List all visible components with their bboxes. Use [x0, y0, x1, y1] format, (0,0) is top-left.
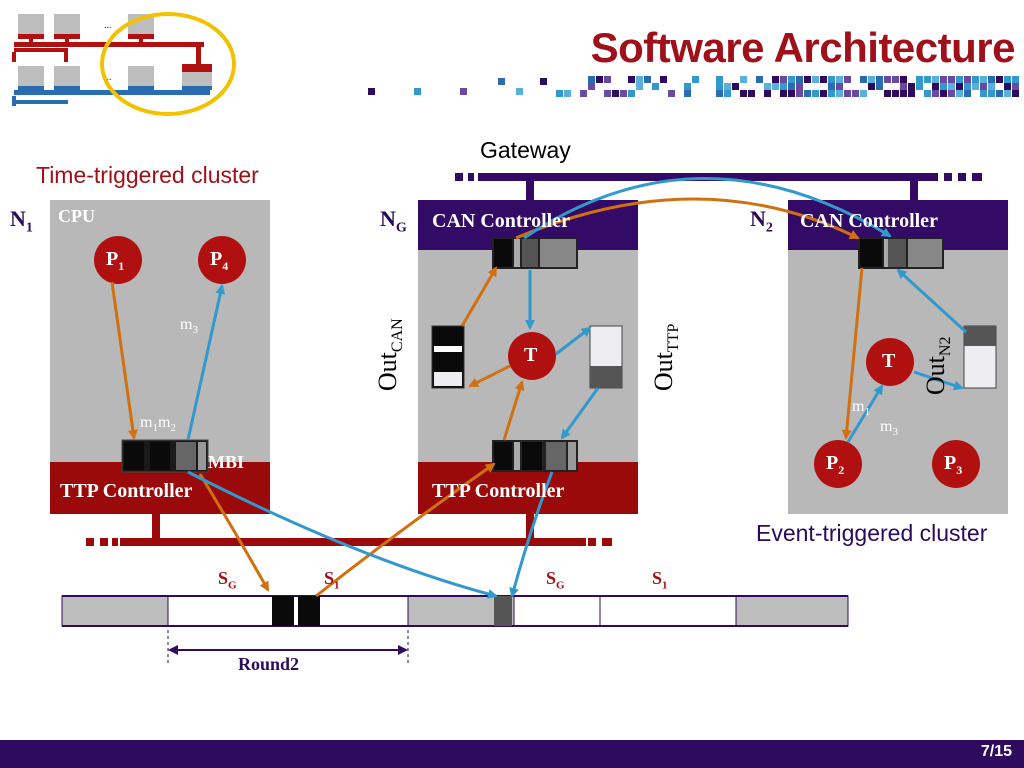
ttp-bus [86, 514, 612, 546]
task-t-ng-label: T [524, 344, 538, 366]
slot-label-s1-1: S1 [324, 568, 340, 592]
node-n2-label: N2 [750, 206, 773, 236]
message-m3-n2-label: m3 [880, 418, 898, 439]
mbi-label: MBI [208, 452, 244, 472]
thumb-dots-bottom: ... [104, 72, 112, 83]
page-title: Software Architecture [590, 24, 1016, 71]
cpu-label: CPU [58, 206, 95, 226]
message-m1-n2-label: m1 [852, 398, 870, 419]
network-thumbnail: ... ... [12, 12, 236, 116]
can-bus [455, 173, 982, 201]
process-p3-label: P3 [944, 452, 963, 477]
page-number: 7/15 [980, 743, 1012, 760]
out-n2-label: OutN2 [920, 336, 955, 396]
out-ttp-queue [589, 325, 623, 389]
time-triggered-cluster-label: Time-triggered cluster [36, 162, 259, 188]
n1-ttp-controller-label: TTP Controller [60, 480, 193, 502]
process-p2-label: P2 [826, 452, 845, 477]
out-n2-queue [963, 325, 997, 389]
task-t-n2-label: T [882, 350, 896, 372]
process-p2-circle [814, 440, 862, 488]
message-m3-n1-label: m3 [180, 316, 198, 337]
process-p3-circle [932, 440, 980, 488]
ng-can-buffer [492, 237, 578, 269]
n2-can-controller-label: CAN Controller [800, 210, 938, 232]
thumb-dots-top: ... [104, 20, 112, 31]
slot-label-sg-2: SG [546, 568, 565, 592]
n2-can-buffer [858, 237, 944, 269]
round-label: Round2 [238, 654, 300, 674]
node-ng-label: NG [380, 206, 407, 236]
mbi-buffer [121, 439, 209, 473]
process-p1-circle [94, 236, 142, 284]
title-decoration [368, 76, 1019, 97]
gateway-label: Gateway [480, 137, 571, 163]
process-p4-circle [198, 236, 246, 284]
process-p4-label: P4 [210, 248, 229, 273]
tdma-schedule [61, 595, 849, 664]
event-triggered-cluster-label: Event-triggered cluster [756, 520, 988, 546]
orange-message-arrows [110, 197, 864, 598]
ng-ttp-controller-label: TTP Controller [432, 480, 565, 502]
slot-label-sg-1: SG [218, 568, 237, 592]
footer-bar [0, 740, 1024, 768]
ng-ttp-buffer [492, 440, 578, 472]
task-t-ng-circle [508, 332, 556, 380]
task-t-n2-circle [866, 338, 914, 386]
architecture-diagram [50, 173, 1008, 664]
out-ttp-label: OutTTP [648, 323, 683, 392]
node-n1-label: N1 [10, 206, 33, 236]
message-m1m2-label: m1m2 [140, 414, 176, 435]
out-can-label: OutCAN [372, 318, 407, 392]
ng-can-controller-label: CAN Controller [432, 210, 570, 232]
slot-label-s1-2: S1 [652, 568, 668, 592]
blue-message-arrows [186, 177, 968, 599]
out-can-queue [431, 325, 465, 389]
process-p1-label: P1 [106, 248, 125, 273]
